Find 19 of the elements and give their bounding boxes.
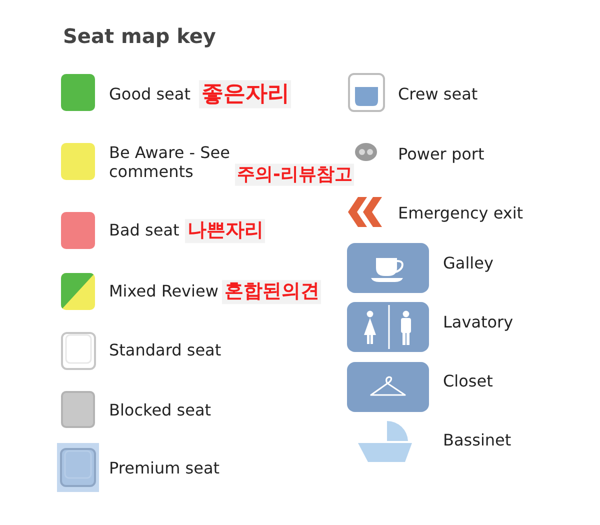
legend-text: Lavatory (443, 312, 514, 332)
legend-text: Good seat (109, 84, 190, 104)
annotation: 혼합된의견 (222, 280, 322, 304)
legend-text: Crew seat (398, 84, 478, 104)
legend-text: Bad seat (109, 220, 180, 240)
legend-text: Bassinet (443, 430, 512, 450)
legend-text: Power port (398, 144, 484, 164)
legend-text: Closet (443, 372, 493, 390)
legend-text: Galley (443, 254, 494, 272)
legend-text: Be Aware - See comments (109, 143, 231, 181)
legend-text: Premium seat (109, 458, 220, 478)
legend-text: Blocked seat (109, 400, 212, 420)
legend-text: Emergency exit (398, 204, 524, 222)
annotation: 좋은자리 (199, 80, 292, 108)
annotation: 나쁜자리 (185, 219, 266, 243)
legend-text: Mixed Review (109, 282, 218, 300)
title: Seat map key (63, 24, 216, 48)
legend-text: Standard seat (109, 340, 222, 360)
annotation: 주의-리뷰참고 (235, 163, 354, 186)
